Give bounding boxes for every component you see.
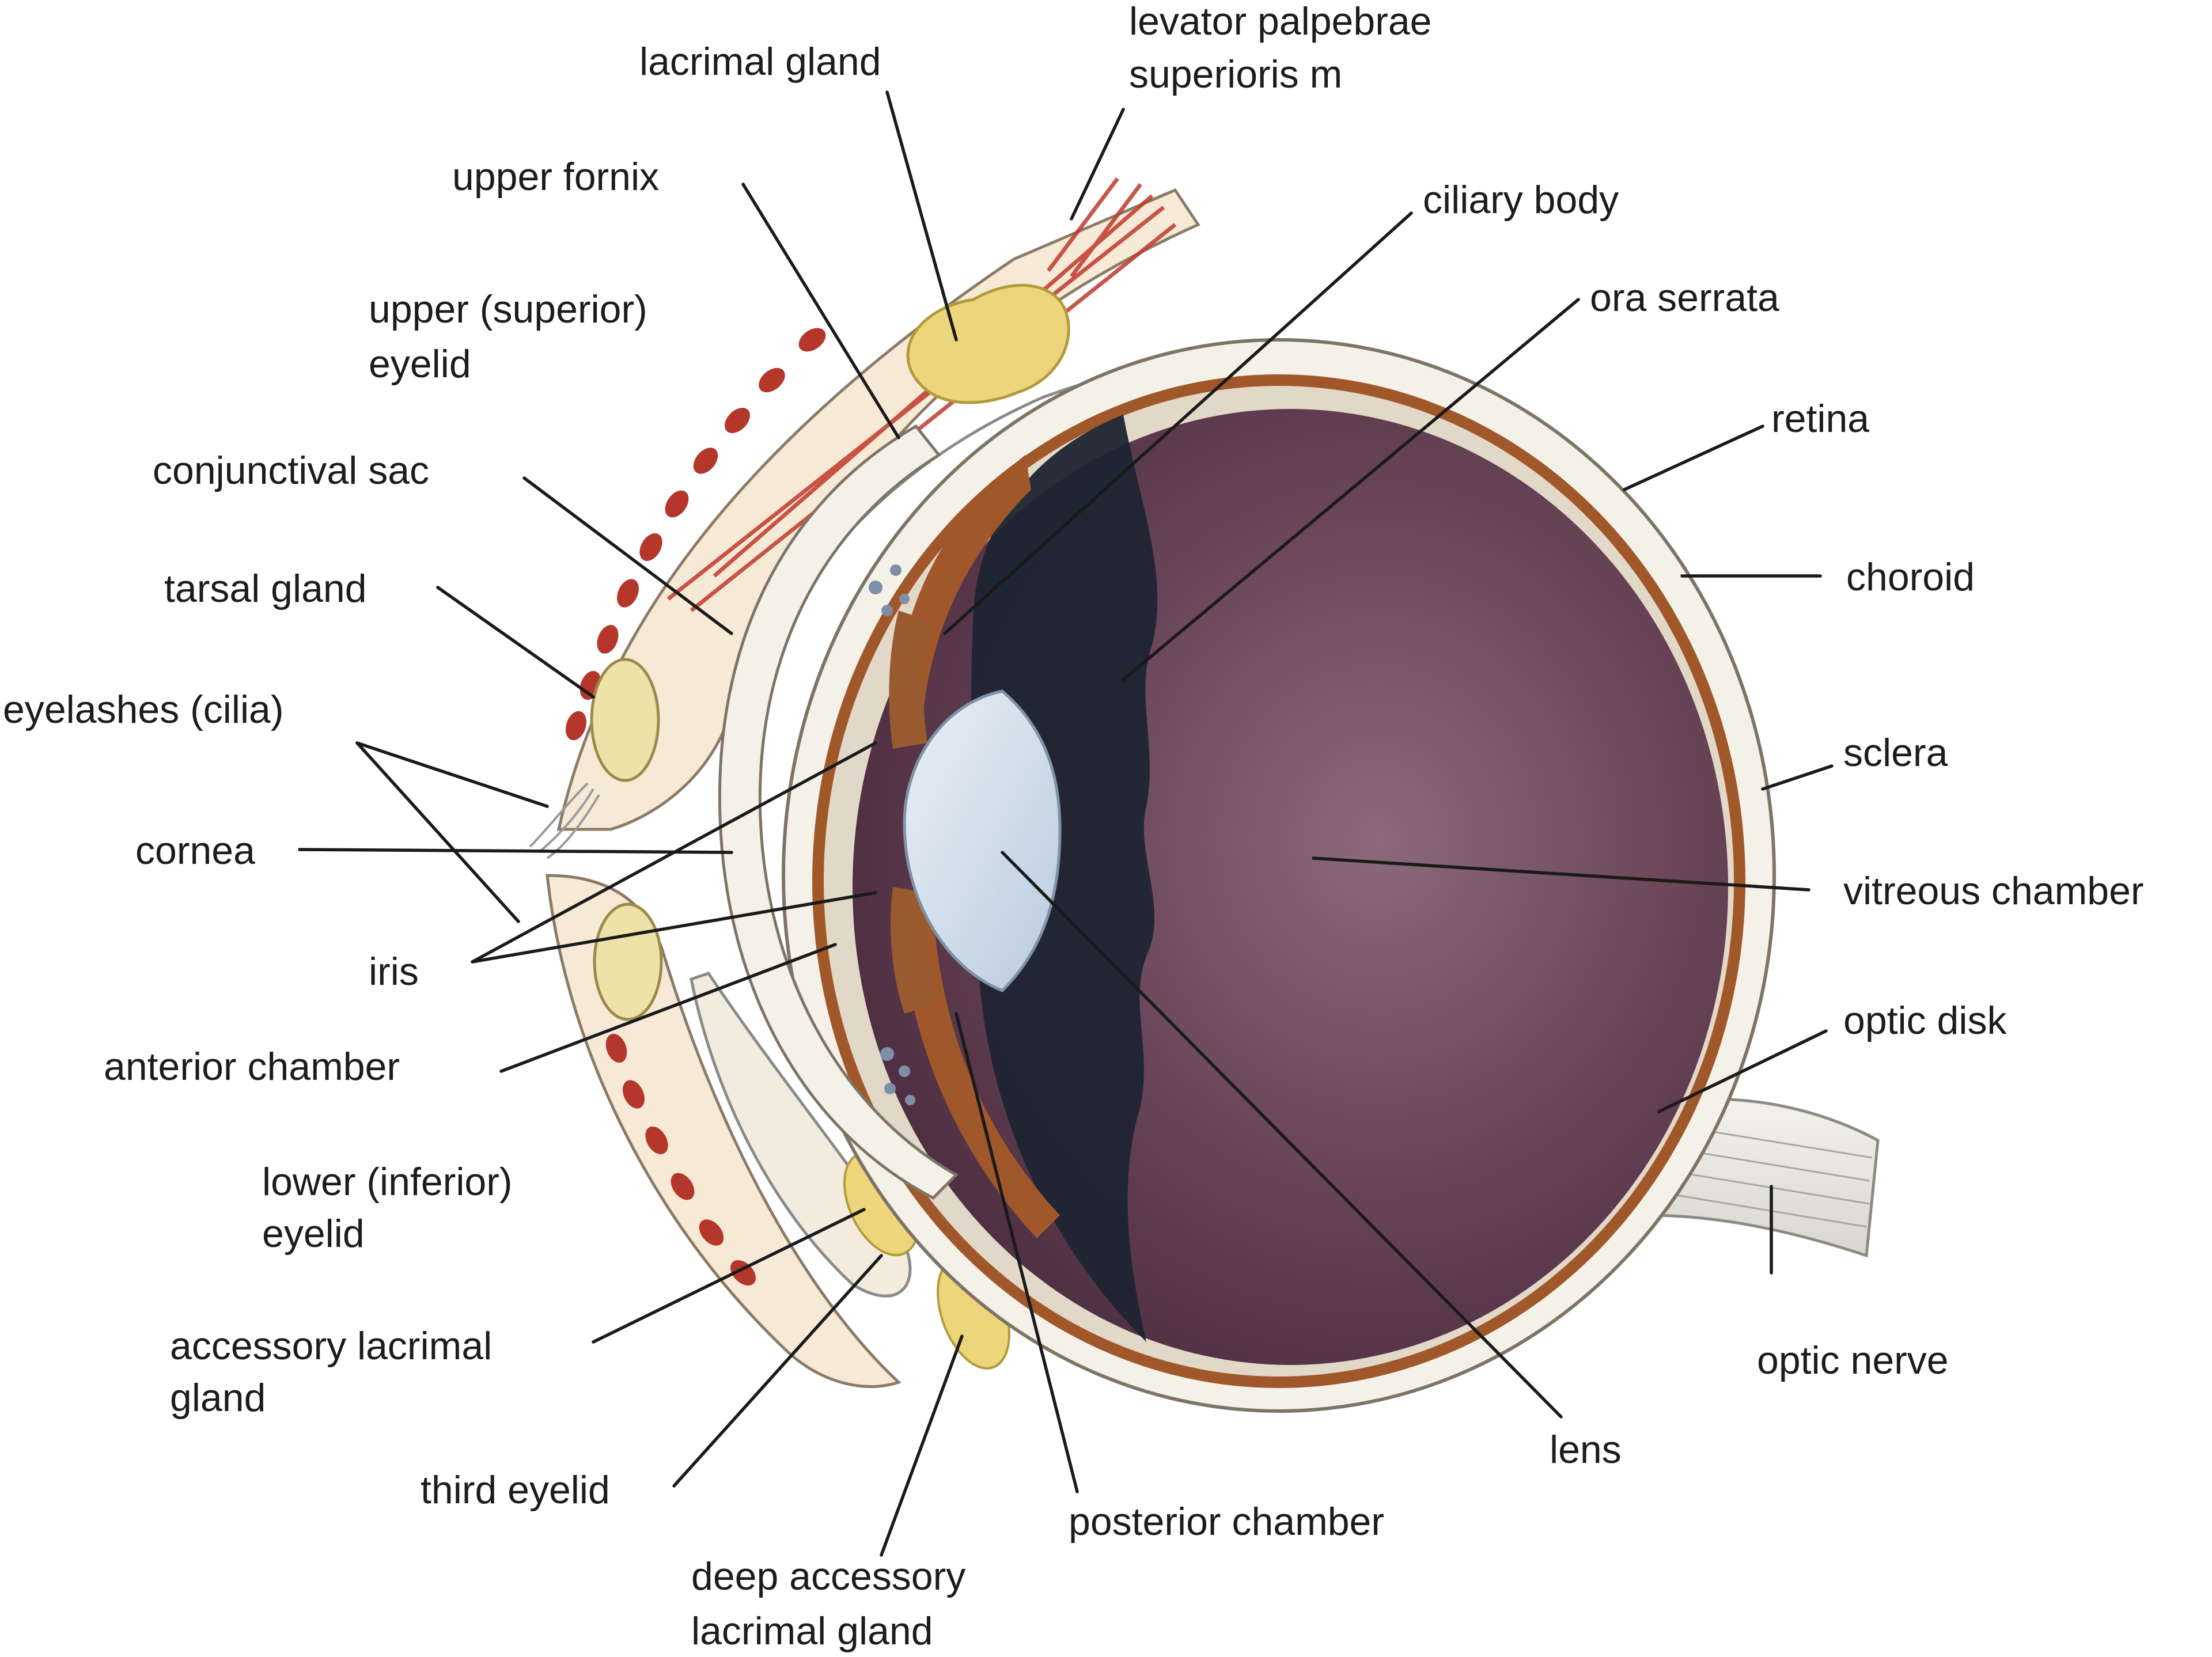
leader-accessory-lacrimal <box>592 1208 866 1344</box>
leader-posterior-chamber <box>955 1012 1079 1493</box>
leader-cornea <box>298 848 733 854</box>
label-ciliary-body: ciliary body <box>1423 178 1619 222</box>
eye-illustration <box>529 177 1880 1413</box>
label-vitreous-chamber: vitreous chamber <box>1843 869 2144 913</box>
drainage-spots <box>869 564 915 1105</box>
label-accessory-line1: accessory lacrimal <box>170 1324 492 1368</box>
leader-lacrimal-gland <box>885 90 958 342</box>
upper-eyelid <box>556 188 1200 831</box>
label-ora-serrata: ora serrata <box>1590 276 1779 320</box>
upper-eyelid-vessels <box>565 328 826 741</box>
ciliary-region <box>971 415 1158 1342</box>
leader-ora-serrata <box>1122 298 1580 681</box>
upper-tarsal-gland <box>590 658 660 782</box>
leader-tarsal-gland <box>436 586 595 699</box>
label-sclera: sclera <box>1843 731 1948 775</box>
leader-retina <box>1623 424 1764 491</box>
leader-conjunctival-sac <box>522 476 733 635</box>
label-accessory-line2: gland <box>170 1376 266 1420</box>
label-lower-eyelid-line1: lower (inferior) <box>262 1160 513 1204</box>
label-upper-fornix: upper fornix <box>452 155 659 199</box>
leader-optic-disk <box>1657 1029 1828 1113</box>
label-anterior-chamber: anterior chamber <box>104 1045 400 1089</box>
label-lacrimal-gland: lacrimal gland <box>639 40 881 84</box>
lacrimal-gland-shape <box>906 283 1070 404</box>
leader-upper-fornix <box>741 183 900 439</box>
label-lens: lens <box>1550 1428 1622 1472</box>
leader-iris-2 <box>471 891 877 964</box>
leader-lines <box>298 90 1834 1557</box>
leader-iris-1 <box>471 741 877 964</box>
leader-eyelashes-2 <box>355 741 520 923</box>
label-deep-line2: lacrimal gland <box>691 1609 933 1653</box>
label-posterior-chamber: posterior chamber <box>1069 1500 1384 1544</box>
label-lower-eyelid-line2: eyelid <box>262 1212 365 1256</box>
iris-upper <box>889 611 933 749</box>
cornea-shape <box>718 424 959 1200</box>
label-conjunctival-sac: conjunctival sac <box>153 449 429 492</box>
label-eyelashes: eyelashes (cilia) <box>3 688 284 731</box>
label-optic-disk: optic disk <box>1843 999 2007 1042</box>
labels: lacrimal gland levator palpebrae superio… <box>3 0 2144 1653</box>
upper-eyelashes <box>529 782 600 859</box>
label-upper-eyelid-line2: eyelid <box>369 342 471 386</box>
leader-vitreous-chamber <box>1312 856 1810 892</box>
leader-deep-accessory <box>880 1334 964 1557</box>
label-iris: iris <box>369 950 419 994</box>
label-levator-line2: superioris m <box>1129 52 1342 96</box>
label-tarsal-gland: tarsal gland <box>164 567 367 611</box>
leader-eyelashes-1 <box>355 741 549 808</box>
leader-sclera <box>1761 764 1834 791</box>
label-cornea: cornea <box>135 829 255 873</box>
ciliary-brown-lower <box>899 898 1060 1238</box>
label-retina: retina <box>1771 397 1869 441</box>
label-upper-eyelid-line1: upper (superior) <box>369 287 647 331</box>
leader-ciliary-body <box>943 211 1413 635</box>
label-optic-nerve: optic nerve <box>1757 1339 1949 1382</box>
label-deep-line1: deep accessory <box>691 1554 965 1598</box>
leader-anterior-chamber <box>499 943 837 1073</box>
label-choroid: choroid <box>1846 555 1975 599</box>
leader-lens <box>1001 851 1563 1419</box>
leader-levator <box>1070 108 1125 221</box>
lower-tarsal-gland <box>593 903 663 1021</box>
ciliary-brown <box>893 455 1031 731</box>
leader-third-eyelid <box>672 1254 883 1488</box>
label-third-eyelid: third eyelid <box>421 1468 610 1512</box>
lens-shape <box>903 689 1062 992</box>
label-levator-line1: levator palpebrae <box>1129 0 1431 43</box>
